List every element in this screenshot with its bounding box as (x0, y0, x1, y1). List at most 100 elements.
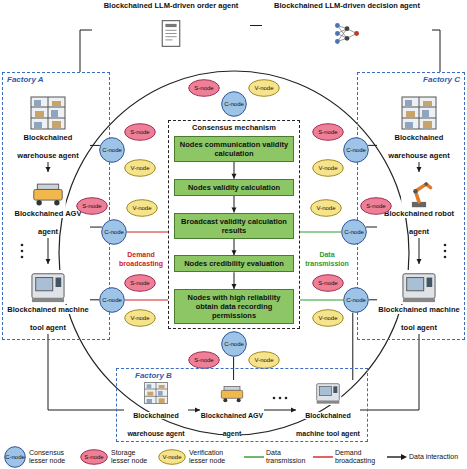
connector-line (352, 313, 353, 380)
node-label: V-node (254, 85, 273, 92)
process-box: Nodes credibility evaluation (174, 255, 294, 272)
connector (368, 145, 377, 146)
connector (369, 299, 377, 300)
node-label: C-node (102, 147, 122, 154)
label-holder: Blockchained warehouse agent (377, 126, 461, 162)
node-label: S-node (194, 357, 213, 364)
agent-label: Blockchained warehouse agent (127, 412, 184, 437)
legend-line-sample (386, 452, 408, 462)
legend-entry: Verification lesser node (189, 446, 239, 468)
connector (360, 334, 419, 410)
label-holder: Blockchained warehouse agent (6, 126, 90, 162)
legend-swatch: C-node (4, 446, 26, 468)
legend-swatch: V-node (158, 449, 186, 465)
line-label: Demand broadcasting (114, 250, 168, 268)
agent-label: Blockchained AGV agent (201, 412, 263, 437)
node-outline-shape (344, 138, 369, 163)
step-label: Broadcast validity calculation results (178, 217, 290, 235)
label-holder: Blockchained machine tool agent (377, 298, 461, 334)
node-outline-shape (313, 310, 344, 327)
connector (90, 227, 102, 228)
verification-node: V-node (126, 199, 158, 217)
connector-line (368, 145, 377, 146)
legend-line (313, 456, 333, 457)
storage-node: S-node (188, 351, 220, 369)
node-label: C-node (102, 297, 122, 304)
connector-line (90, 145, 100, 146)
connector-line (432, 30, 440, 72)
line-label: Data transmission (300, 250, 354, 268)
warehouse-icon (399, 95, 439, 131)
node-label: C-node (224, 341, 244, 348)
region-label: Factory C (423, 75, 460, 84)
step-label: Nodes with high reliability obtain data … (178, 293, 290, 320)
robot-icon (401, 177, 437, 209)
node-outline-shape (311, 200, 342, 217)
connector-line (369, 299, 377, 300)
agent-label: Blockchained machine tool agent (378, 305, 459, 332)
node-label: C-node (104, 229, 124, 236)
connector (46, 238, 51, 264)
legend-swatch-fill (5, 447, 26, 468)
agent-node: Blockchained warehouse agent (377, 90, 461, 162)
verification-node: V-node (248, 79, 280, 97)
legend-text: Demand broadcasting (335, 449, 383, 465)
connector-line (48, 334, 124, 410)
storage-node: S-node (76, 197, 108, 215)
storage-node: S-node (360, 197, 392, 215)
connector-line (80, 30, 92, 72)
legend-text: Consensus lesser node (29, 449, 77, 465)
region-label: Factory A (7, 75, 44, 84)
node-label: V-node (132, 205, 151, 212)
step-label: Nodes validity calculation (178, 183, 290, 192)
node-outline-shape (125, 124, 156, 141)
agv-icon (219, 381, 246, 405)
arrow-head (46, 259, 51, 264)
consensus-node: C-node (221, 331, 247, 357)
connector-line (300, 232, 341, 233)
agent-node: Blockchained machine tool agent (377, 264, 461, 334)
agent-node: Blockchained warehouse agent (124, 380, 188, 440)
connector-line (360, 334, 419, 410)
connector (90, 299, 99, 300)
process-box: Broadcast validity calculation results (174, 213, 294, 239)
legend-arrow-head (401, 454, 407, 460)
agent-node: Blockchained LLM-driven decision agent (262, 1, 432, 50)
agent-node: Blockchained machine tool agent (296, 380, 360, 440)
arrow-head (291, 408, 296, 413)
machine-tool-icon (315, 381, 342, 405)
node-outline-shape (125, 275, 156, 292)
connector (432, 30, 440, 72)
process-box: Nodes with high reliability obtain data … (174, 289, 294, 324)
machine-tool-icon (400, 270, 438, 304)
connector (232, 239, 237, 256)
verification-node: V-node (124, 309, 156, 327)
ellipsis-dots (21, 244, 447, 400)
node-outline-shape (313, 160, 344, 177)
agent-label: Blockchained warehouse agent (17, 133, 78, 160)
legend-text: Verification lesser node (189, 449, 239, 465)
connector (125, 300, 168, 301)
arrow-head (417, 167, 422, 172)
verification-node: V-node (312, 309, 344, 327)
agent-node: Blockchained machine tool agent (6, 264, 90, 334)
consensus-node: C-node (99, 287, 125, 313)
verification-node: V-node (124, 159, 156, 177)
node-label: V-node (318, 165, 337, 172)
node-outline-shape (313, 124, 344, 141)
legend-swatch-fill (159, 450, 186, 465)
node-outline-shape (125, 160, 156, 177)
consensus-node: C-node (221, 91, 247, 117)
connector (300, 232, 341, 233)
region-label: Factory B (135, 371, 172, 380)
consensus-node: C-node (341, 219, 367, 245)
connector-line (300, 300, 343, 301)
arrow-head (195, 408, 200, 413)
connector (232, 162, 237, 179)
connector (46, 162, 51, 172)
node-outline-shape (102, 220, 127, 245)
connector (48, 334, 124, 410)
node-label: V-node (130, 165, 149, 172)
node-label: S-node (130, 280, 149, 287)
node-label: S-node (318, 280, 337, 287)
